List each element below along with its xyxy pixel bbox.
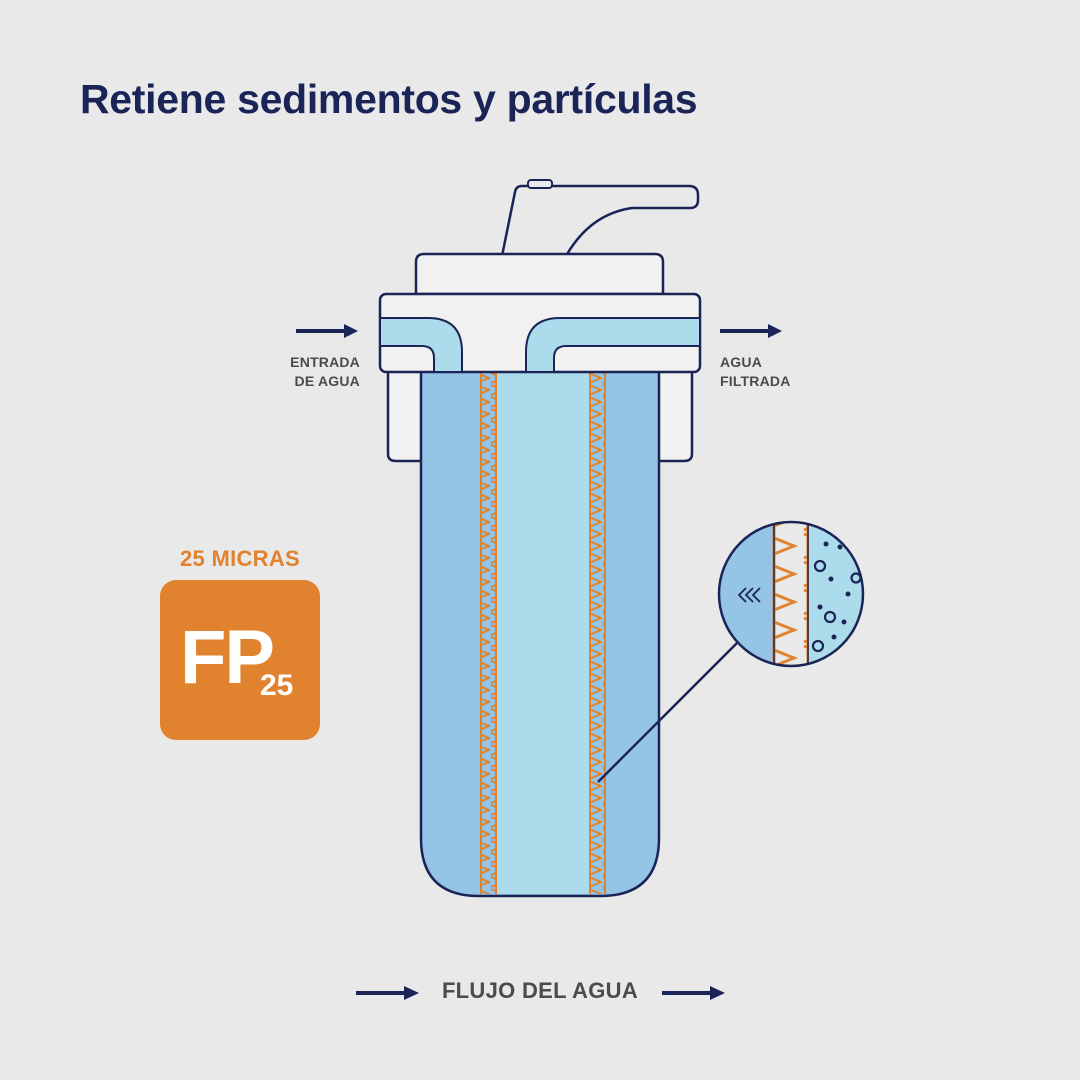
micron-label: 25 MICRAS: [179, 546, 301, 571]
outlet-label-line1: AGUA: [720, 354, 763, 370]
filter-media: [480, 372, 606, 894]
magnifier-pointer: [597, 639, 741, 783]
inlet-arrow-icon: [296, 324, 358, 338]
fp25-badge: FP 25: [160, 580, 320, 740]
chevrons-left-icon: [737, 587, 761, 603]
badge-main-text: FP: [180, 615, 275, 700]
badge-sub-text: 25: [260, 669, 294, 702]
flow-label: FLUJO DEL AGUA: [441, 978, 639, 1003]
filter-handle: [500, 184, 700, 258]
outlet-label: AGUA FILTRADA: [720, 353, 791, 391]
inlet-label-line2: DE AGUA: [294, 373, 360, 389]
magnifier-lens: [717, 520, 865, 668]
flow-arrow-right-icon: [662, 986, 725, 1000]
outlet-channel: [525, 317, 701, 373]
page-title: Retiene sedimentos y partículas: [80, 76, 698, 122]
outlet-label-line2: FILTRADA: [720, 373, 791, 389]
filter-top-cap: [414, 252, 665, 296]
flow-arrow-left-icon: [356, 986, 419, 1000]
inlet-channel: [379, 317, 463, 373]
outlet-arrow-icon: [720, 324, 782, 338]
filter-core: [496, 372, 590, 894]
inlet-label: ENTRADA DE AGUA: [268, 353, 360, 391]
inlet-label-line1: ENTRADA: [290, 354, 360, 370]
particles: [817, 541, 851, 640]
